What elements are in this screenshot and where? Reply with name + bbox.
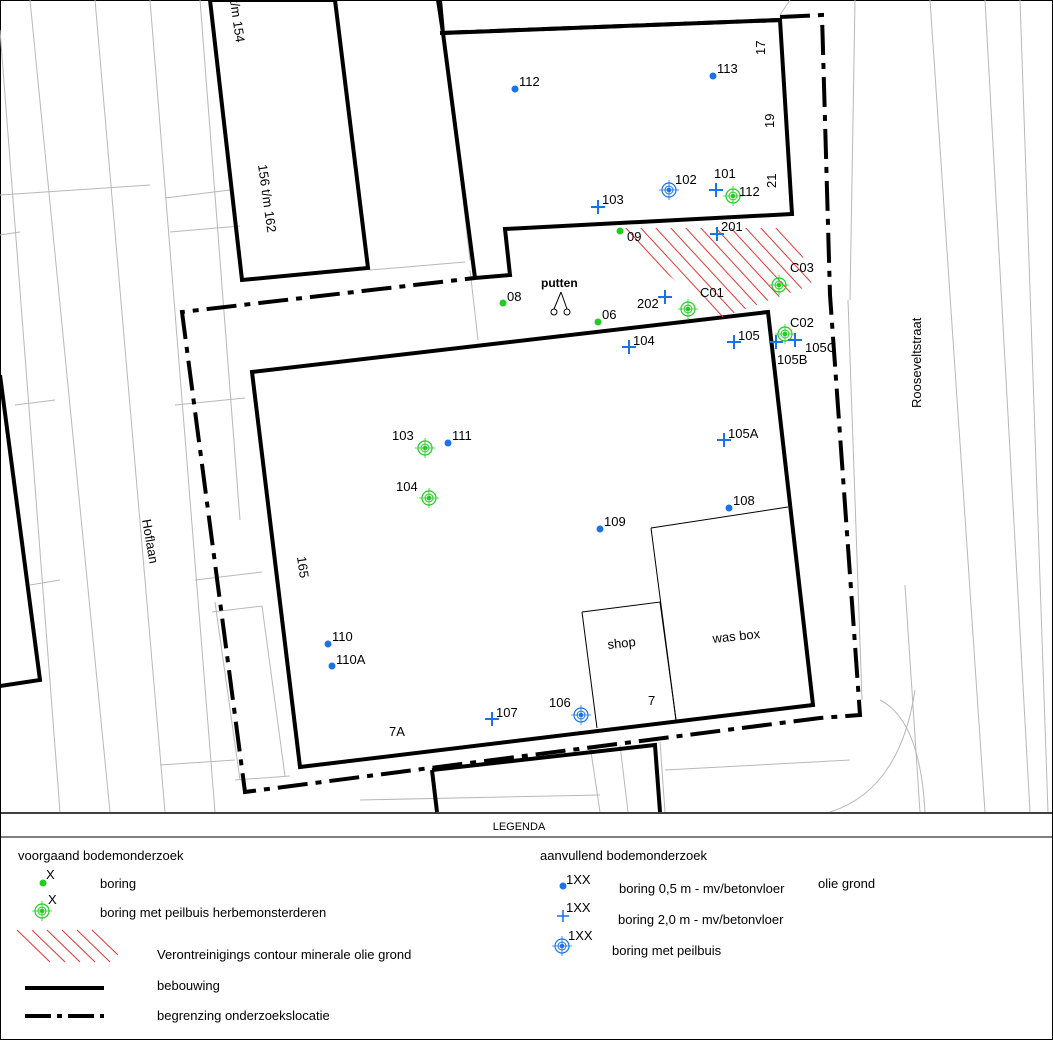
building-main (249, 309, 816, 770)
street-rooseveltstraat: Rooseveltstraat (909, 317, 924, 408)
legend-blue-plus-icon (557, 910, 569, 922)
legend-boring-met-peilbuis: boring met peilbuis (612, 943, 722, 958)
putten-label: putten (541, 276, 578, 290)
blue-boring-dot[interactable] (328, 662, 336, 670)
point-label: 107 (496, 705, 518, 720)
point-label: 105A (728, 426, 759, 441)
room-was-box: was box (711, 626, 761, 646)
blue-boring-dot[interactable] (324, 640, 332, 648)
point-label: 104 (633, 333, 655, 348)
point-label: 111 (452, 428, 472, 443)
legend-blue-dot-icon (559, 882, 567, 890)
legend-boring-20: boring 2,0 m - mv/betonvloer (618, 912, 784, 927)
point-label: 102 (675, 172, 697, 187)
new-peilbuizen: 102 106 (549, 172, 697, 726)
legend-x2: X (48, 892, 57, 907)
blue-boring-dot[interactable] (709, 72, 717, 80)
point-label: 108 (733, 493, 755, 508)
blue-boring-dot[interactable] (725, 504, 733, 512)
point-label: 103 (392, 428, 414, 443)
point-label: 06 (602, 307, 616, 322)
point-label: 103 (602, 192, 624, 207)
site-boundary (179, 0, 863, 795)
building-west-block (207, 0, 371, 283)
point-label: 201 (721, 219, 743, 234)
legend-boring-peilbuis: boring met peilbuis herbemonsterderen (100, 905, 326, 920)
blue-boring-dot[interactable] (511, 85, 519, 93)
point-label: 09 (627, 229, 641, 244)
background-parcels (0, 0, 1049, 813)
legend-green-dot-icon (39, 879, 47, 887)
point-label: 110A (336, 652, 366, 667)
house-number-17: 17 (753, 41, 768, 55)
new-borings-05m: 112 113 111 108 109 110 110A (324, 61, 755, 670)
point-label: 112 (739, 184, 760, 199)
point-label: 106 (549, 695, 571, 710)
point-label: C02 (790, 315, 814, 330)
building-south (431, 742, 662, 813)
point-label: 105 (738, 328, 760, 343)
point-label: 105B (777, 352, 807, 367)
point-label: 112 (519, 74, 540, 89)
putten-symbol (550, 291, 571, 316)
house-number-19: 19 (762, 114, 777, 128)
point-label: 113 (717, 61, 738, 76)
legend-contour: Verontreinigings contour minerale olie g… (157, 947, 411, 962)
point-label: 109 (604, 514, 626, 529)
point-label: C03 (790, 260, 814, 275)
legend-1xx-b: 1XX (566, 900, 591, 915)
legend-1xx-c: 1XX (568, 928, 593, 943)
house-number-154: t/m 154 (227, 0, 248, 43)
point-label: 110 (332, 629, 353, 644)
interior-rooms (581, 506, 789, 729)
legend-x1: X (46, 867, 55, 882)
legend-prev-title: voorgaand bodemonderzoek (18, 848, 184, 863)
previous-peilbuizen: 112 C03 C01 C02 103 104 (392, 184, 814, 509)
building-far-west (0, 374, 43, 688)
blue-boring-dot[interactable] (444, 439, 452, 447)
legend-begrenzing: begrenzing onderzoekslocatie (157, 1008, 330, 1023)
legend-1xx-a: 1XX (566, 872, 591, 887)
house-number-21: 21 (764, 174, 779, 188)
new-borings-20m: 103 101 201 202 104 105 105B 105C 105A 1… (484, 166, 836, 727)
point-label: 202 (637, 296, 659, 311)
legend-hatch-icon (16, 929, 119, 963)
green-boring-dot[interactable] (594, 318, 602, 326)
point-label: C01 (700, 285, 724, 300)
green-boring-dot[interactable] (616, 227, 624, 235)
legend-boring-05: boring 0,5 m - mv/betonvloer (619, 881, 785, 896)
point-label: 105C (805, 340, 836, 355)
building-south-edge-a (430, 769, 439, 813)
legend-olie-grond-fragment: olie grond (818, 876, 875, 891)
legend-title: LEGENDA (493, 821, 546, 833)
house-number-7: 7 (648, 693, 655, 708)
previous-borings: 08 06 09 (499, 227, 641, 326)
point-label: 101 (714, 166, 736, 181)
house-number-165: 165 (294, 555, 312, 579)
room-shop: shop (607, 634, 637, 652)
point-label: 08 (507, 289, 521, 304)
legend-bebouwing: bebouwing (157, 978, 220, 993)
legend-boring: boring (100, 876, 136, 891)
blue-boring-dot[interactable] (596, 525, 604, 533)
house-number-7a: 7A (389, 724, 405, 739)
legend: LEGENDA voorgaand bodemonderzoek X borin… (0, 812, 1053, 1023)
point-label: 104 (396, 479, 418, 494)
legend-add-title: aanvullend bodemonderzoek (540, 848, 707, 863)
green-boring-dot[interactable] (499, 299, 507, 307)
